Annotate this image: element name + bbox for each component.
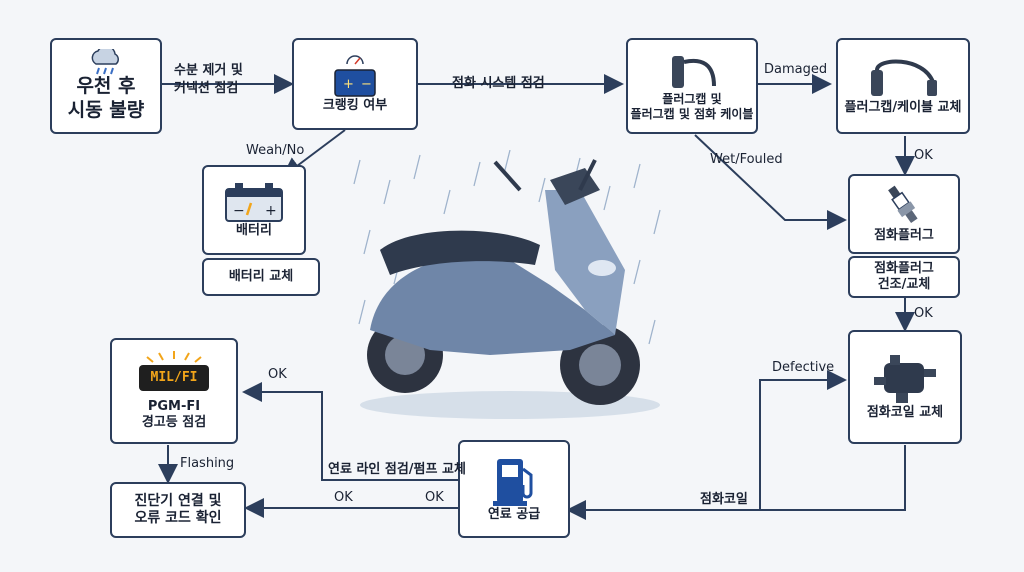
node-battery: − + 배터리 xyxy=(202,165,306,255)
node-plugcap: 플러그캡 및 플러그캡 및 점화 케이블 xyxy=(626,38,758,134)
node-cranking-label: 크랭킹 여부 xyxy=(322,97,388,113)
edge-label-defective: Defective xyxy=(772,360,835,375)
warning-lamp-icon: MIL/FI xyxy=(135,350,213,395)
edge-label-ignition-check: 점화 시스템 점검 xyxy=(452,76,545,91)
arrow-coil-fuel xyxy=(566,445,906,520)
node-pgm-fi-label: PGM-FI 경고등 점검 xyxy=(141,398,207,430)
fuel-pump-icon xyxy=(493,458,533,506)
svg-text:+: + xyxy=(265,203,277,219)
spark-plug-icon xyxy=(888,185,918,223)
edge-label-ok-1: OK xyxy=(914,148,933,163)
arrow-fuel-pgm xyxy=(242,382,458,481)
node-spark-plug-label: 점화플러그 xyxy=(874,227,934,243)
node-start: 우천 후 시동 불량 xyxy=(50,38,162,134)
node-coil-replace: 점화코일 교체 xyxy=(848,330,962,444)
node-plugcap-replace: 플러그캡/케이블 교체 xyxy=(836,38,970,134)
node-cranking: + − 크랭킹 여부 xyxy=(292,38,418,130)
edge-label-coil: 점화코일 xyxy=(700,492,748,507)
node-battery-label: 배터리 xyxy=(236,222,272,238)
edge-label-flashing: Flashing xyxy=(180,456,235,471)
node-plugcap-label: 플러그캡 및 플러그캡 및 점화 케이블 xyxy=(630,92,754,121)
svg-text:−: − xyxy=(233,203,245,219)
node-pgm-fi: MIL/FI PGM-FI 경고등 점검 xyxy=(110,338,238,444)
edge-label-ok-pgm: OK xyxy=(268,367,287,382)
svg-text:+: + xyxy=(343,77,354,92)
node-plugcap-replace-label: 플러그캡/케이블 교체 xyxy=(844,99,962,115)
ignition-cable-icon xyxy=(871,59,937,96)
svg-text:−: − xyxy=(361,77,372,92)
node-fuel-supply: 연료 공급 xyxy=(458,440,570,538)
ignition-coil-icon xyxy=(874,354,936,403)
edge-label-damaged: Damaged xyxy=(764,62,828,77)
edge-label-ok-diag-2: OK xyxy=(425,490,444,505)
battery-icon: − + xyxy=(225,182,283,222)
node-spark-plug-dry-label: 점화플러그 건조/교체 xyxy=(874,260,934,292)
edge-label-ok-diag-1: OK xyxy=(334,490,353,505)
scooter-illustration xyxy=(353,150,661,419)
node-battery-replace-label: 배터리 교체 xyxy=(228,268,294,284)
edge-label-weak-no: Weah/No xyxy=(246,143,305,158)
node-spark-plug: 점화플러그 xyxy=(848,174,960,254)
plug-cap-icon xyxy=(672,56,716,88)
node-fuel-supply-label: 연료 공급 xyxy=(487,506,541,522)
arrow-fuel-coil xyxy=(759,370,847,510)
battery-gauge-icon: + − xyxy=(334,55,376,97)
arrow-plugcap-sparkplug xyxy=(694,134,847,230)
edge-label-fuel-line: 연료 라인 점검/펌프 교체 xyxy=(328,462,466,477)
node-diag: 진단기 연결 및 오류 코드 확인 xyxy=(110,482,246,538)
node-start-label: 우천 후 시동 불량 xyxy=(67,75,145,121)
rain-cloud-icon xyxy=(91,49,119,75)
node-diag-label: 진단기 연결 및 오류 코드 확인 xyxy=(134,492,222,527)
node-battery-replace: 배터리 교체 xyxy=(202,258,320,296)
edge-label-moisture: 수분 제거 및 커넥션 점검 xyxy=(174,63,243,96)
node-coil-replace-label: 점화코일 교체 xyxy=(866,404,944,420)
edge-label-wet-fouled: Wet/Fouled xyxy=(710,152,783,167)
edge-label-ok-2: OK xyxy=(914,306,933,321)
node-spark-plug-dry: 점화플러그 건조/교체 xyxy=(848,256,960,298)
mil-badge: MIL/FI xyxy=(139,364,209,391)
